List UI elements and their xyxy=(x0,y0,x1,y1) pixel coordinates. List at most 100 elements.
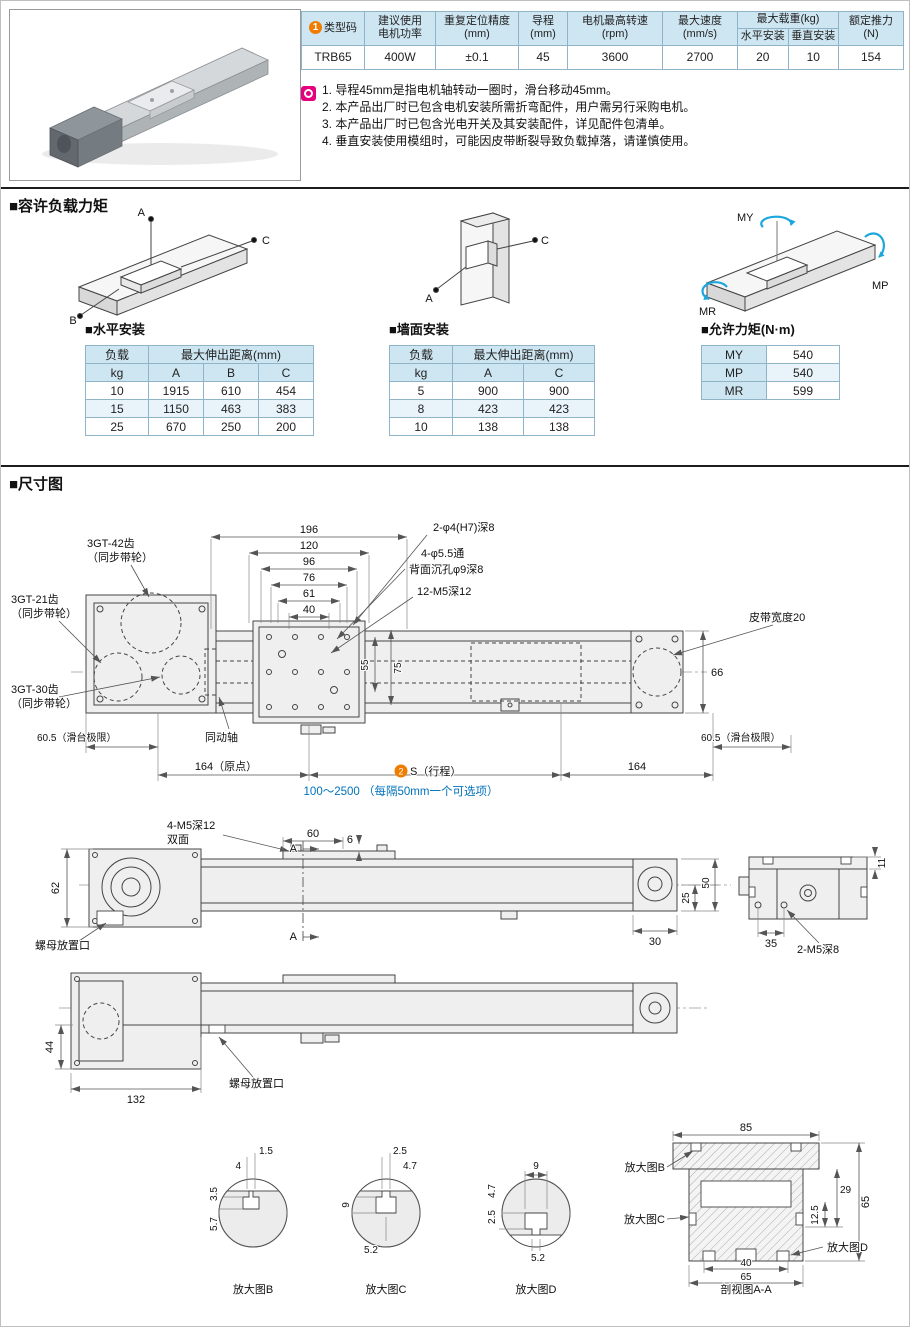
detail-b-dim-3: 3.5 xyxy=(209,1187,220,1201)
dim-44: 44 xyxy=(44,1041,56,1053)
cell: 423 xyxy=(452,399,524,418)
table-row: 10 138 138 xyxy=(389,417,595,436)
callout-tapped-holes: 12-M5深12 xyxy=(417,585,471,598)
detail-d-dim-2: 4.7 xyxy=(487,1184,498,1198)
badge-1: 1 xyxy=(309,20,322,34)
beam-sketch xyxy=(433,212,538,306)
dim-75: 75 xyxy=(393,662,404,674)
stroke-range-note: （每隔50mm一个可选项） xyxy=(363,784,498,798)
dim-164-right: 164 xyxy=(628,761,646,773)
spec-header-max-rpm: 电机最高转速 (rpm) xyxy=(567,11,663,46)
callout-both-sides: 双面 xyxy=(167,833,189,846)
point-c-label: C xyxy=(262,235,270,247)
table-row: MP 540 xyxy=(701,363,840,382)
callout-m5-both-sides: 4-M5深12 xyxy=(167,819,215,832)
dim-55: 55 xyxy=(360,659,371,671)
product-photo xyxy=(9,9,301,181)
horizontal-mount-table: 负载 最大伸出距离(mm) kg A B C 10 1915 610 454 1… xyxy=(85,345,314,436)
cell-mr: MR xyxy=(701,381,767,400)
spec-max-speed: 2700 xyxy=(662,44,738,70)
section-dim-29: 29 xyxy=(840,1185,852,1196)
dim-origin-164: 164（原点） xyxy=(195,760,257,773)
detail-b-dim-1: 1.5 xyxy=(259,1146,273,1157)
cell: 1150 xyxy=(148,399,204,418)
callout-counterbore: 背面沉孔φ9深8 xyxy=(409,562,483,576)
spec-header-lead: 导程 (mm) xyxy=(518,11,568,46)
spec-header-motor-power: 建议使用 电机功率 xyxy=(364,11,436,46)
wall-mount-label: ■墙面安装 xyxy=(389,322,449,337)
beam-sketch xyxy=(77,216,257,319)
col-load: 负载 xyxy=(85,345,149,364)
mp-label: MP xyxy=(872,280,889,292)
dim-62: 62 xyxy=(50,882,62,894)
spec-header-horizontal: 水平安装 xyxy=(737,27,789,46)
section-title-dimensions: ■尺寸图 xyxy=(9,476,64,493)
point-b-label: B xyxy=(69,315,76,327)
pulley-30-label: 3GT-30齿 xyxy=(11,683,59,696)
dim-96: 96 xyxy=(303,556,315,568)
section-a-a-label: 剖视图A-A xyxy=(720,1282,772,1296)
beam-sketch xyxy=(705,221,877,312)
notes-block: 1. 导程45mm是指电机轴转动一圈时，滑台移动45mm。 2. 本产品出厂时已… xyxy=(322,82,695,150)
callout-pin-holes: 2-φ4(H7)深8 xyxy=(433,521,495,534)
dim-stroke: S（行程） xyxy=(410,765,461,778)
nut-port-label: 螺母放置口 xyxy=(229,1076,284,1090)
cell: 1915 xyxy=(148,381,204,400)
cell-mp: MP xyxy=(701,363,767,382)
point-c-label: C xyxy=(541,235,549,247)
underside-view: 44 132 螺母放置口 xyxy=(43,972,707,1107)
detail-c-dim-4: 5.2 xyxy=(364,1245,378,1256)
detail-c: 2.5 4.7 9 5.2 放大图C xyxy=(340,1145,421,1297)
spec-header-repeatability: 重复定位精度 (mm) xyxy=(435,11,519,46)
note-line: 1. 导程45mm是指电机轴转动一圈时，滑台移动45mm。 xyxy=(322,83,619,97)
dim-slide-limit-right: 60.5（滑台极限） xyxy=(701,731,780,744)
section-title-load-moment: ■容许负载力矩 xyxy=(9,198,109,215)
spec-lead: 45 xyxy=(518,44,568,70)
cell-my: MY xyxy=(701,345,767,364)
detail-d: 9 4.7 2.5 5.2 放大图D xyxy=(486,1160,571,1297)
detail-b-dim-2: 4 xyxy=(235,1161,241,1172)
table-row: 8 423 423 xyxy=(389,399,595,418)
point-a-label: A xyxy=(138,207,146,219)
col-a: A xyxy=(452,363,524,382)
note-icon xyxy=(301,86,316,101)
dim-25: 25 xyxy=(681,892,692,904)
cell: 15 xyxy=(85,399,149,418)
table-row: 10 1915 610 454 xyxy=(85,381,314,400)
dimension-drawing: 196 120 96 76 61 40 2-φ4(H7)深8 4-φ5.5通 背… xyxy=(10,520,889,1297)
detail-b-dim-4: 5.7 xyxy=(209,1217,220,1231)
col-c: C xyxy=(258,363,314,382)
mp-rotation-arrow xyxy=(864,232,885,258)
detail-c-label: 放大图C xyxy=(366,1282,407,1296)
my-label: MY xyxy=(737,212,754,224)
detail-b-label: 放大图B xyxy=(233,1282,273,1296)
note-line: 4. 垂直安装使用模组时，可能因皮带断裂导致负载掉落，请谨慎使用。 xyxy=(322,134,696,148)
dim-30: 30 xyxy=(649,936,661,948)
section-dim-12-5: 12.5 xyxy=(810,1205,821,1225)
pulley-21-sub: （同步带轮） xyxy=(11,606,77,620)
spec-thrust: 154 xyxy=(838,44,904,70)
mr-label: MR xyxy=(699,306,716,318)
coupling-label: 同动轴 xyxy=(205,730,238,744)
table-row: MR 599 xyxy=(701,381,840,400)
section-a-a: 85 65 29 12.5 40 65 放大图B 放大图C 放大图D 剖视图A-… xyxy=(623,1121,873,1297)
cell: 383 xyxy=(258,399,314,418)
cell: 5 xyxy=(389,381,453,400)
spec-motor-power: 400W xyxy=(364,44,436,70)
detail-b: 1.5 4 3.5 5.7 放大图B xyxy=(208,1145,288,1297)
horizontal-mount-label: ■水平安装 xyxy=(85,322,145,337)
cell: 138 xyxy=(452,417,524,436)
cell: 540 xyxy=(766,345,840,364)
moment-label: ■允许力矩(N·m) xyxy=(701,322,795,337)
col-c: C xyxy=(523,363,595,382)
spec-type-code: TRB65 xyxy=(301,44,365,70)
section-ref-c: 放大图C xyxy=(624,1212,665,1226)
col-unit: kg xyxy=(389,363,453,382)
cell: 423 xyxy=(523,399,595,418)
callout-belt-width: 皮带宽度20 xyxy=(749,610,805,624)
col-distance: 最大伸出距离(mm) xyxy=(148,345,314,364)
top-view: 196 120 96 76 61 40 2-φ4(H7)深8 4-φ5.5通 背… xyxy=(10,520,806,798)
cell: 610 xyxy=(203,381,259,400)
